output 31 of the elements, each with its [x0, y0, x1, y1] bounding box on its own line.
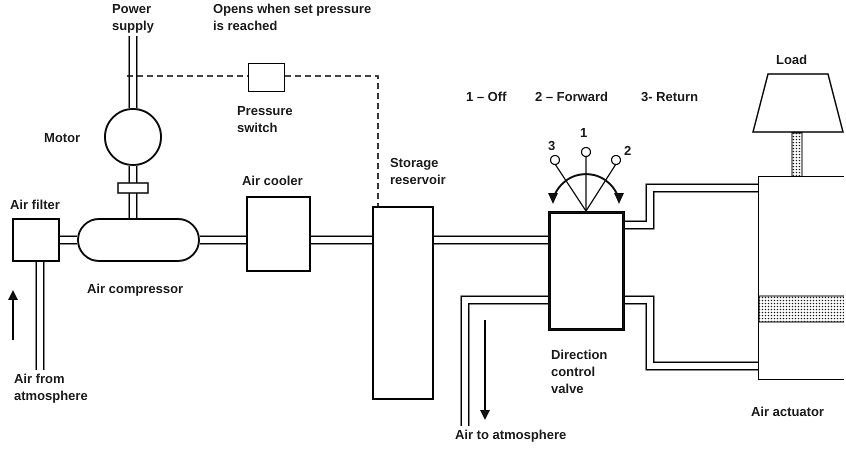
component-label: Direction control valve — [551, 346, 608, 397]
component-label: Air from atmosphere — [14, 370, 89, 404]
dial-number: 2 — [624, 142, 632, 159]
position-legend-text: 1 – Off — [466, 88, 508, 105]
component-label: Power supply — [112, 0, 155, 34]
component-label: Pressure switch — [237, 102, 294, 136]
air-pipe — [625, 296, 758, 370]
signal-line — [285, 75, 379, 206]
dial-number: 3 — [548, 137, 556, 154]
air-pipe — [434, 236, 548, 244]
signal-line — [127, 75, 248, 77]
component-label: Air filter — [10, 196, 61, 213]
position-legend-text: 3- Return — [641, 88, 700, 105]
air-pipe — [311, 236, 372, 244]
air-pipe — [128, 166, 138, 218]
position-legend-text: 2 – Forward — [535, 88, 609, 105]
air-pipe — [128, 36, 138, 108]
component-label: Air compressor — [87, 280, 184, 297]
component-label: Air cooler — [242, 172, 304, 189]
component-label: Air actuator — [751, 403, 825, 420]
component-label: Motor — [44, 129, 82, 146]
dial-number: 1 — [580, 124, 588, 141]
air-pipe — [36, 262, 44, 370]
component-label: Air to atmosphere — [455, 426, 568, 443]
air-pipe — [625, 184, 758, 230]
air-pipe — [200, 236, 246, 244]
component-label: Storage reservoir — [390, 154, 447, 188]
air-pipe — [60, 236, 77, 244]
air-pipe — [460, 296, 548, 426]
component-label: Load — [776, 51, 808, 68]
note-text: Opens when set pressure is reached — [213, 0, 372, 34]
